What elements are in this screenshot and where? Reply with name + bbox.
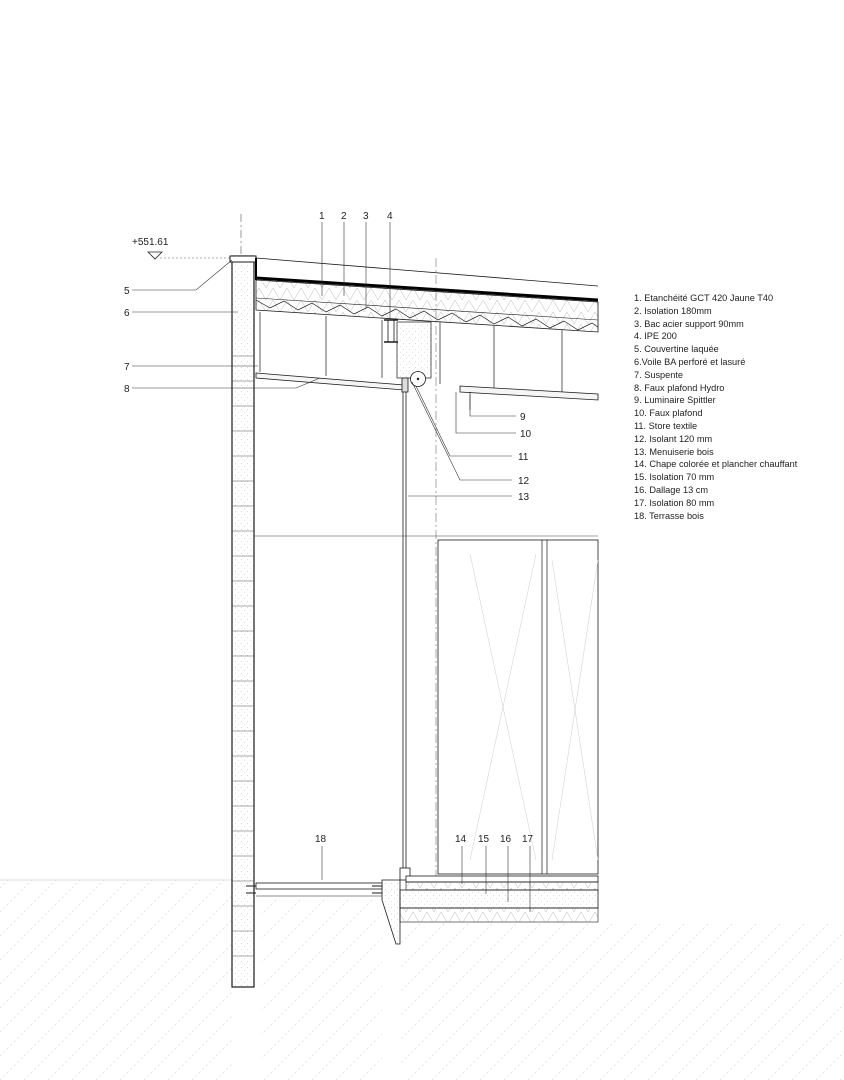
- legend-item: 5. Couvertine laquée: [634, 344, 719, 355]
- elevation-label: +551.61: [132, 237, 169, 248]
- roof-assembly: [255, 257, 599, 343]
- legend-item: 7. Suspente: [634, 369, 684, 380]
- floor-slab: [381, 875, 599, 945]
- legend-item: 12. Isolant 120 mm: [634, 433, 713, 444]
- glazing-elevation: [437, 539, 599, 875]
- callout-9: 9: [520, 412, 526, 423]
- callout-5: 5: [124, 286, 130, 297]
- inner-wall: [396, 258, 437, 880]
- legend-item: 16. Dallage 13 cm: [634, 484, 709, 495]
- callout-13: 13: [518, 492, 530, 503]
- legend-list: 1. Etanchéité GCT 420 Jaune T40 2. Isola…: [634, 292, 797, 522]
- wood-terrace: [246, 882, 383, 897]
- callout-3: 3: [363, 211, 369, 222]
- callout-numbers: 1 2 3 4 5 6 7 8 9 10 11 12 13 14 15 16 1…: [124, 211, 534, 845]
- legend-item: 13. Menuiserie bois: [634, 446, 714, 457]
- legend-item: 3. Bac acier support 90mm: [634, 318, 744, 329]
- callout-12: 12: [518, 476, 530, 487]
- callout-2: 2: [341, 211, 347, 222]
- wall-joints: [232, 355, 254, 957]
- callout-6: 6: [124, 308, 130, 319]
- callout-7: 7: [124, 362, 130, 373]
- legend-item: 15. Isolation 70 mm: [634, 472, 715, 483]
- window-frame: [399, 377, 411, 881]
- callout-11: 11: [518, 452, 529, 463]
- legend-item: 9. Luminaire Spittler: [634, 395, 716, 406]
- concrete-wall: [229, 255, 257, 988]
- legend-item: 2. Isolation 180mm: [634, 305, 712, 316]
- legend-item: 8. Faux plafond Hydro: [634, 382, 725, 393]
- ground-hatch: [0, 879, 844, 1080]
- elevation-marker: +551.61: [132, 237, 232, 260]
- callout-17: 17: [522, 834, 534, 845]
- legend-item: 10. Faux plafond: [634, 408, 703, 419]
- legend-item: 11. Store textile: [634, 420, 698, 431]
- callout-8: 8: [124, 384, 130, 395]
- callout-14: 14: [455, 834, 467, 845]
- callout-18: 18: [315, 834, 327, 845]
- legend-item: 6.Voile BA perforé et lasuré: [634, 356, 746, 367]
- callout-15: 15: [478, 834, 490, 845]
- callout-4: 4: [387, 211, 393, 222]
- legend-item: 18. Terrasse bois: [634, 510, 704, 521]
- callout-1: 1: [319, 211, 325, 222]
- leader-lines: [132, 222, 531, 912]
- callout-16: 16: [500, 834, 512, 845]
- legend-item: 14. Chape colorée et plancher chauffant: [634, 459, 798, 470]
- legend-item: 17. Isolation 80 mm: [634, 497, 715, 508]
- callout-10: 10: [520, 429, 532, 440]
- legend-item: 1. Etanchéité GCT 420 Jaune T40: [634, 293, 774, 303]
- legend-item: 4. IPE 200: [634, 331, 677, 342]
- ceiling-assembly: [255, 312, 599, 410]
